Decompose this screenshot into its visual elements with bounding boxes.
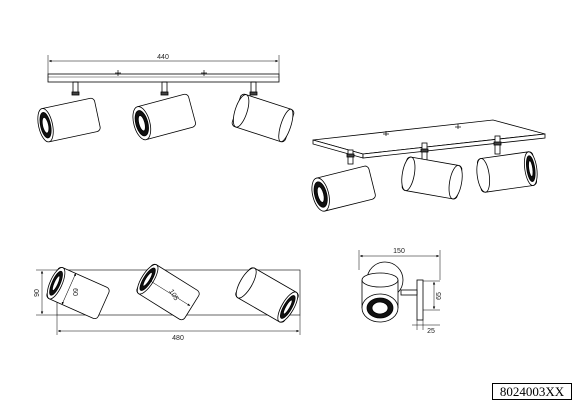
- bottom-spot-1: [46, 266, 110, 320]
- front-base-plate: [47, 73, 280, 83]
- front-screw-right: [201, 70, 207, 76]
- bottom-view: [36, 263, 301, 335]
- product-code: 8024003XX: [492, 383, 572, 400]
- side-depth-label: 25: [427, 328, 435, 335]
- perspective-spot-3: [476, 135, 538, 193]
- front-spot-1: [37, 81, 101, 143]
- side-view: [358, 250, 441, 330]
- front-width-label: 440: [157, 54, 169, 61]
- bottom-height-label: 90: [34, 289, 41, 297]
- bottom-spot-2: [136, 263, 200, 321]
- perspective-spot-2: [401, 142, 463, 200]
- front-view: [37, 55, 295, 143]
- side-wall-plate: [416, 279, 424, 321]
- bottom-length-label: 480: [172, 335, 184, 342]
- perspective-view: [311, 119, 546, 212]
- side-width-label: 150: [393, 248, 405, 255]
- bottom-spot-3: [235, 267, 299, 323]
- front-spot-3: [231, 81, 295, 143]
- front-screw-left: [115, 70, 121, 76]
- bottom-spot-diameter-label: 60: [71, 288, 78, 296]
- side-spot-front: [361, 272, 399, 323]
- front-spot-2: [132, 81, 196, 141]
- perspective-spot-1: [311, 149, 376, 212]
- side-height-label: 65: [436, 292, 443, 300]
